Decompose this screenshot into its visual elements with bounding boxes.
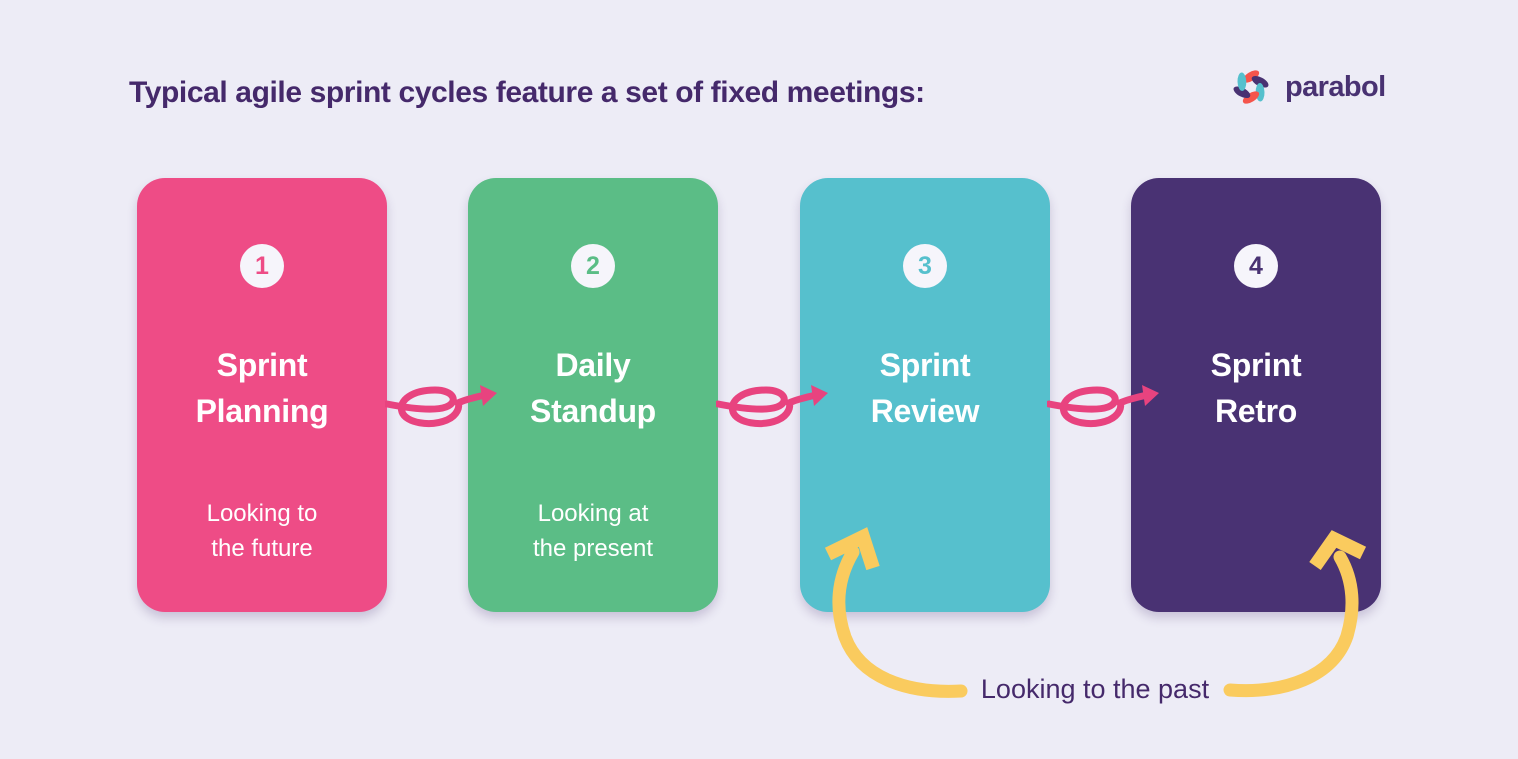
card-title-line: Planning [195, 393, 329, 429]
past-label: Looking to the past [980, 674, 1210, 704]
card-sprint-review: 3 Sprint Review [800, 178, 1050, 612]
parabol-logo: parabol [1228, 64, 1386, 110]
arrowhead [811, 385, 828, 406]
step-number-badge: 1 [240, 244, 284, 288]
card-daily-standup: 2 Daily Standup Looking at the present [468, 178, 718, 612]
arrowhead [1142, 385, 1159, 406]
arrowhead [824, 527, 880, 571]
card-subtitle-line: Looking to [206, 500, 318, 527]
step-number-badge: 2 [571, 244, 615, 288]
card-title-line: Sprint [879, 347, 971, 383]
card-title-line: Retro [1214, 393, 1298, 429]
loop-path [1047, 386, 1151, 427]
card-title: Sprint Planning [137, 342, 387, 434]
card-title: Daily Standup [468, 342, 718, 434]
arrowhead [480, 385, 497, 406]
arrow-shaft [1223, 550, 1359, 698]
parabol-logo-text: parabol [1285, 70, 1386, 103]
loop-path [716, 386, 820, 427]
page-title: Typical agile sprint cycles feature a se… [129, 76, 925, 109]
arrowhead [1309, 530, 1367, 571]
loop-arrow-1 [385, 385, 497, 427]
card-title-line: Daily [555, 347, 631, 383]
card-title-line: Review [870, 393, 980, 429]
step-number-badge: 4 [1234, 244, 1278, 288]
card-subtitle: Looking at the present [468, 496, 718, 566]
card-subtitle-line: Looking at [537, 500, 649, 527]
card-subtitle: Looking to the future [137, 496, 387, 566]
step-number-badge: 3 [903, 244, 947, 288]
arrow-shaft [832, 545, 968, 698]
loop-path [385, 386, 489, 427]
curved-arrow-right [1223, 530, 1367, 698]
card-title: Sprint Review [800, 342, 1050, 434]
loop-arrow-3 [1047, 385, 1159, 427]
card-subtitle-line: the present [532, 535, 654, 562]
card-sprint-planning: 1 Sprint Planning Looking to the future [137, 178, 387, 612]
loop-arrow-2 [716, 385, 828, 427]
card-title-line: Sprint [216, 347, 308, 383]
parabol-logo-icon [1233, 70, 1269, 104]
card-title-line: Sprint [1210, 347, 1302, 383]
card-subtitle-line: the future [211, 535, 313, 562]
card-title: Sprint Retro [1131, 342, 1381, 434]
curved-arrow-left [824, 527, 968, 698]
card-title-line: Standup [530, 393, 656, 429]
